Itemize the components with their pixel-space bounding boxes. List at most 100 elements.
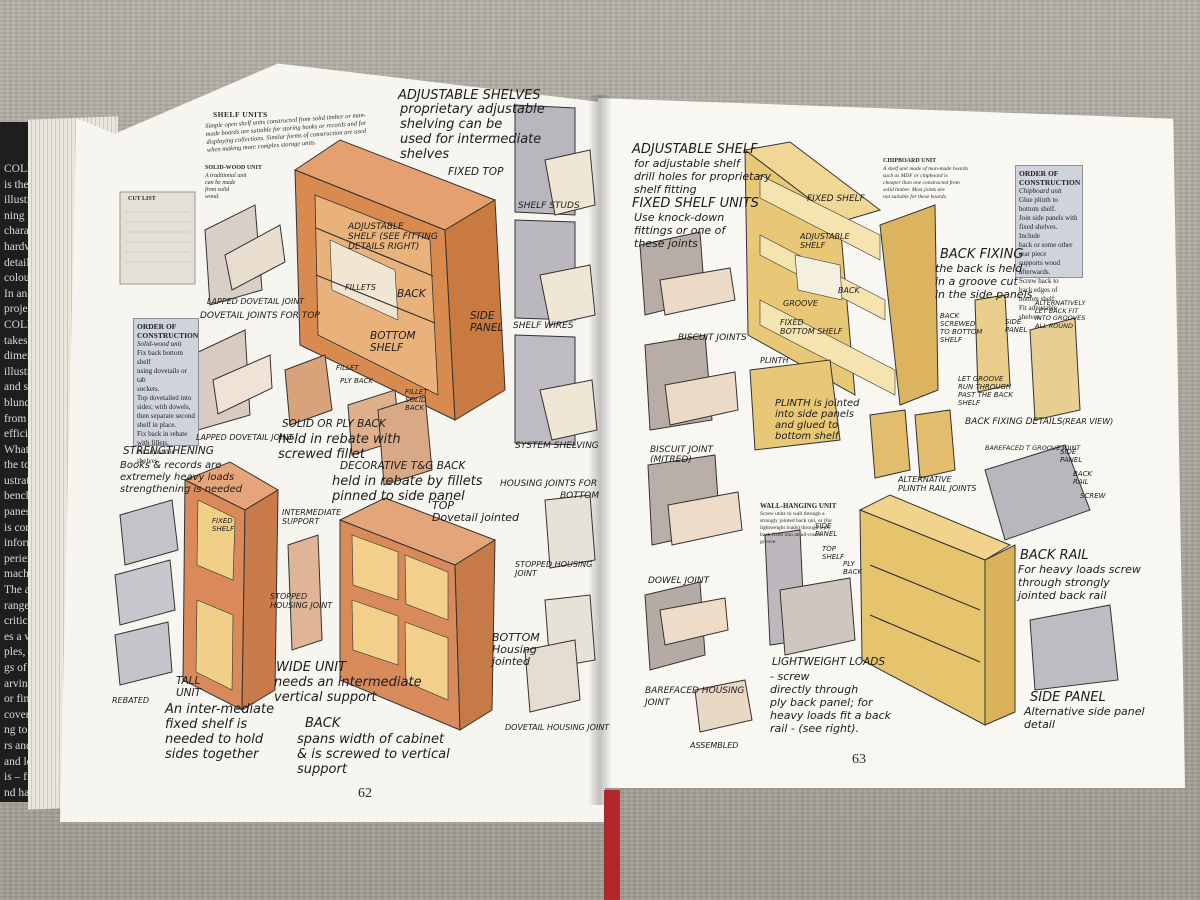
order-item-line: sides; with dowels,: [137, 403, 191, 411]
label-decorative-tg-back: DECORATIVE T&G BACK: [340, 460, 466, 472]
adj-shelf-2-line: ADJUSTABLE: [800, 232, 850, 241]
bottom-housing-line: Housing: [492, 643, 537, 656]
side-panel-3-line: PANEL: [815, 530, 838, 538]
chipboard-line: cheaper than one constructed from: [883, 180, 960, 186]
side-panel-line: SIDE: [470, 310, 495, 322]
tall-unit-text-line: fixed shelf is: [165, 717, 248, 732]
adj-shelf-r-line: shelf fitting: [634, 183, 697, 196]
fixed-units-line: fittings or one of: [634, 224, 726, 237]
adj-shelf-2-line: SHELF: [800, 241, 826, 250]
label-side-panel-detail: SIDE PANEL: [1030, 690, 1106, 705]
intermediate-support-line: SUPPORT: [282, 517, 320, 526]
label-system-shelving: SYSTEM SHELVING: [515, 441, 599, 451]
label-housing-joints: HOUSING JOINTS FOR: [500, 479, 598, 489]
back-screwed-line: SHELF: [940, 336, 963, 344]
side-panel-r-line: SIDE: [1005, 318, 1022, 326]
order-item-r-line: bottom shelf.: [1019, 205, 1056, 213]
wide-unit-text-line: vertical support: [274, 690, 377, 705]
fixed-bottom-line: BOTTOM SHELF: [780, 327, 843, 336]
label-lapped-dovetail: LAPPED DOVETAIL JOINT: [196, 433, 294, 442]
held-rebate-line: held in rebate with: [278, 432, 401, 447]
let-groove-line: RUN THROUGH: [958, 383, 1012, 391]
adjustable-shelves-line: shelving can be: [400, 117, 503, 132]
order-of-construction-box-left: ORDER OF CONSTRUCTION Solid-wood unit Fi…: [133, 318, 199, 465]
back-text-line: spans width of cabinet: [297, 732, 445, 747]
top-dovetail-line: Dovetail jointed: [432, 511, 520, 524]
label-back: BACK: [397, 288, 426, 300]
label-adjustable-shelves: ADJUSTABLE SHELVES: [398, 88, 541, 103]
label-rebated: REBATED: [112, 696, 150, 705]
plinth-line: into side panels: [775, 409, 854, 420]
label-biscuit-joints: BISCUIT JOINTS: [678, 333, 747, 343]
order-item-line: using dovetails or tab: [137, 367, 187, 384]
order-item-r-line: supports wood: [1019, 259, 1061, 267]
label-adjustable-shelf-r: ADJUSTABLE SHELF: [632, 142, 758, 157]
solid-wood-unit-illustration: [293, 139, 506, 421]
order-item-r-line: Join side panels with: [1019, 214, 1078, 222]
subhead-line: wood.: [205, 194, 220, 200]
side-panel-line: PANEL: [470, 322, 504, 334]
back-rail-small-line: BACK: [1073, 470, 1093, 478]
tall-unit-text-line: needed to hold: [165, 732, 264, 747]
label-solid-or-ply-back: SOLID OR PLY BACK: [282, 418, 386, 430]
back-screwed-line: BACK: [940, 312, 960, 320]
wall-unit-line: groove.: [760, 539, 777, 545]
back-fix-line: in the side panels: [935, 288, 1033, 301]
wall-unit-line: back fixed into an all-round: [760, 532, 822, 538]
let-groove-line: LET GROOVE: [958, 375, 1004, 383]
fillet-solid-line: FILLET: [405, 388, 428, 396]
wall-unit-line: strongly jointed back rail, or (for: [760, 518, 833, 524]
wall-unit-title: WALL-HANGING UNIT: [760, 502, 837, 510]
biscuit-mitred-line: BISCUIT JOINT: [650, 445, 714, 455]
stopped-housing-line: STOPPED: [270, 592, 308, 601]
alternatively-line: LET BACK FIT: [1035, 306, 1079, 315]
strengthening-line: Books & records are: [120, 460, 222, 471]
fixed-units-line: Use knock-down: [634, 211, 725, 224]
label-lapped-dovetail-top: LAPPED DOVETAIL JOINT: [207, 297, 305, 306]
order-item-line: sockets.: [137, 385, 160, 393]
adj-shelf-r-line: drill holes for proprietary: [634, 170, 772, 183]
label-barefaced-tongue: BAREFACED T GROOVE JOINT: [985, 444, 1081, 452]
page-number-left: 62: [358, 786, 372, 801]
order-subtitle-right: Chipboard unit: [1019, 187, 1062, 195]
section-heading: SHELF UNITS: [213, 110, 268, 119]
top-shelf-line: SHELF: [822, 553, 845, 561]
biscuit-mitred-line: (MITRED): [650, 455, 692, 465]
label-back-fixing: BACK FIXING: [940, 247, 1024, 262]
fixed-units-line: these joints: [634, 237, 698, 250]
back-fix-line: in a groove cut: [935, 275, 1018, 288]
side-panel-3-line: SIDE: [815, 522, 832, 530]
plinth-line: and glued to: [775, 420, 839, 431]
label-wide-unit: WIDE UNIT: [276, 660, 347, 675]
back-screwed-line: SCREWED: [940, 320, 976, 328]
alt-plinth-line: PLINTH RAIL JOINTS: [898, 484, 977, 493]
alt-plinth-line: ALTERNATIVE: [898, 475, 952, 484]
top-dovetail-line: TOP: [432, 499, 455, 512]
tall-unit-text-line: An inter-mediate: [165, 702, 275, 717]
order-item-r-line: Screw back to: [1019, 277, 1059, 285]
label-groove-r: GROOVE: [783, 299, 818, 308]
order-item-line: Fit adjustable: [137, 448, 175, 456]
fixed-bottom-line: FIXED: [780, 318, 804, 327]
label-assembled: ASSEMBLED: [690, 741, 739, 750]
subhead-line: from solid: [205, 187, 230, 193]
